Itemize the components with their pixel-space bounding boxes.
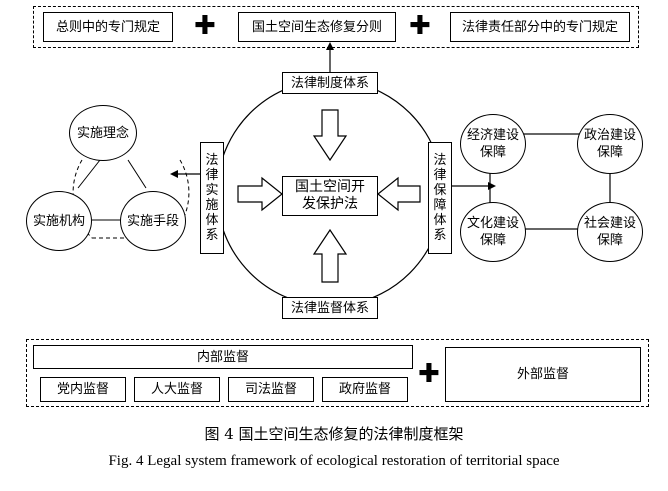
label-implementation-system: 法律实施体系 <box>200 142 224 254</box>
circle-implementation-agency: 实施机构 <box>26 191 92 251</box>
top-item-general: 总则中的专门规定 <box>43 12 173 42</box>
internal-supervision-title: 内部监督 <box>33 345 413 369</box>
circle-political-guarantee: 政治建设保障 <box>577 114 643 174</box>
circle-implementation-concept: 实施理念 <box>69 105 137 161</box>
internal-item-judicial: 司法监督 <box>228 377 314 402</box>
circle-economic-guarantee: 经济建设保障 <box>460 114 526 174</box>
right-link-rect <box>489 133 611 230</box>
top-item-restoration: 国土空间生态修复分则 <box>238 12 396 42</box>
top-group <box>33 6 639 48</box>
block-arrow-right <box>237 176 283 212</box>
internal-item-government: 政府监督 <box>322 377 408 402</box>
arrow-left-head <box>170 170 178 178</box>
arrow-up-head <box>326 42 334 50</box>
block-arrow-down <box>312 109 348 162</box>
top-item-liability: 法律责任部分中的专门规定 <box>450 12 630 42</box>
circle-cultural-guarantee: 文化建设保障 <box>460 202 526 262</box>
bottom-group <box>26 339 649 407</box>
circle-social-guarantee: 社会建设保障 <box>577 202 643 262</box>
label-supervision-system: 法律监督体系 <box>282 297 378 319</box>
left-link-tl <box>77 159 101 189</box>
arrow-right-head <box>488 182 496 190</box>
left-link-tr <box>127 159 147 189</box>
internal-item-npc: 人大监督 <box>134 377 220 402</box>
label-guarantee-system: 法律保障体系 <box>428 142 452 254</box>
block-arrow-up <box>312 228 348 283</box>
core-law-box: 国土空间开发保护法 <box>282 176 378 216</box>
plus-icon: ✚ <box>409 11 431 41</box>
figure-caption-en: Fig. 4 Legal system framework of ecologi… <box>108 453 560 469</box>
circle-implementation-means: 实施手段 <box>120 191 186 251</box>
label-legal-system: 法律制度体系 <box>282 72 378 94</box>
block-arrow-left <box>377 176 421 212</box>
plus-icon: ✚ <box>194 11 216 41</box>
figure-caption-cn: 图 4 国土空间生态修复的法律制度框架 <box>204 425 464 443</box>
internal-item-party: 党内监督 <box>40 377 126 402</box>
plus-icon: ✚ <box>418 359 440 389</box>
external-supervision: 外部监督 <box>445 347 641 402</box>
